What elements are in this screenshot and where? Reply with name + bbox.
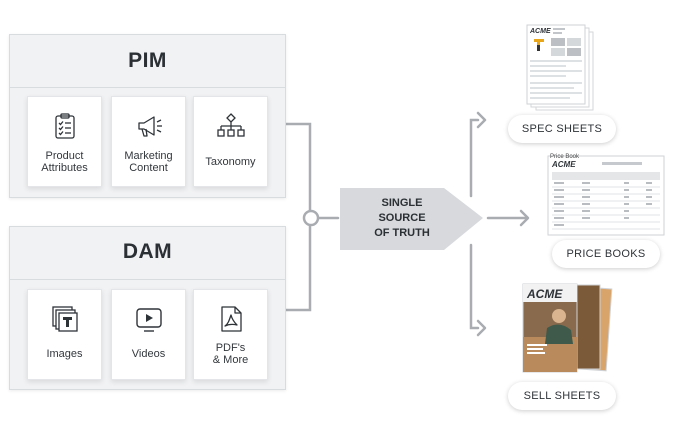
card-label: Product Attributes [41, 150, 88, 174]
hierarchy-icon [216, 113, 245, 137]
card-images[interactable]: Images [27, 289, 102, 380]
sell-sheet-brand: ACME [526, 287, 563, 301]
price-book-thumbnail: Price Book ACME [547, 154, 665, 236]
image-stack-icon [51, 306, 78, 332]
card-label: Images [46, 348, 83, 360]
spec-sheet-thumbnail: ACME [526, 24, 594, 111]
card-videos[interactable]: Videos [111, 289, 186, 380]
card-marketing-content[interactable]: Marketing Content [111, 96, 186, 187]
price-book-title: Price Book [550, 154, 580, 160]
source-of-truth-arrow [340, 188, 483, 250]
pim-title: PIM [128, 49, 167, 72]
sell-sheets-button[interactable]: SELL SHEETS [508, 382, 616, 410]
single-source-of-truth-label: SINGLE SOURCE OF TRUTH [374, 197, 430, 239]
card-label: Marketing Content [124, 150, 173, 174]
price-books-button[interactable]: PRICE BOOKS [552, 240, 660, 268]
dam-title: DAM [122, 240, 173, 263]
card-product-attributes[interactable]: Product Attributes [27, 96, 102, 187]
spec-sheets-button[interactable]: SPEC SHEETS [508, 115, 616, 143]
card-taxonomy[interactable]: Taxonomy [193, 96, 268, 187]
sell-sheet-thumbnail: ACME [522, 283, 613, 373]
price-book-brand: ACME [551, 160, 576, 169]
megaphone-icon [137, 116, 162, 137]
spec-sheet-brand: ACME [529, 28, 551, 35]
card-label: Videos [131, 348, 166, 360]
clipboard-checklist-icon [54, 113, 75, 139]
video-play-icon [135, 308, 162, 332]
pdf-document-icon [220, 306, 242, 332]
card-label: Taxonomy [205, 156, 256, 168]
junction-node [302, 209, 320, 227]
card-label: PDF's & More [212, 342, 249, 366]
card-pdfs-and-more[interactable]: PDF's & More [193, 289, 268, 380]
